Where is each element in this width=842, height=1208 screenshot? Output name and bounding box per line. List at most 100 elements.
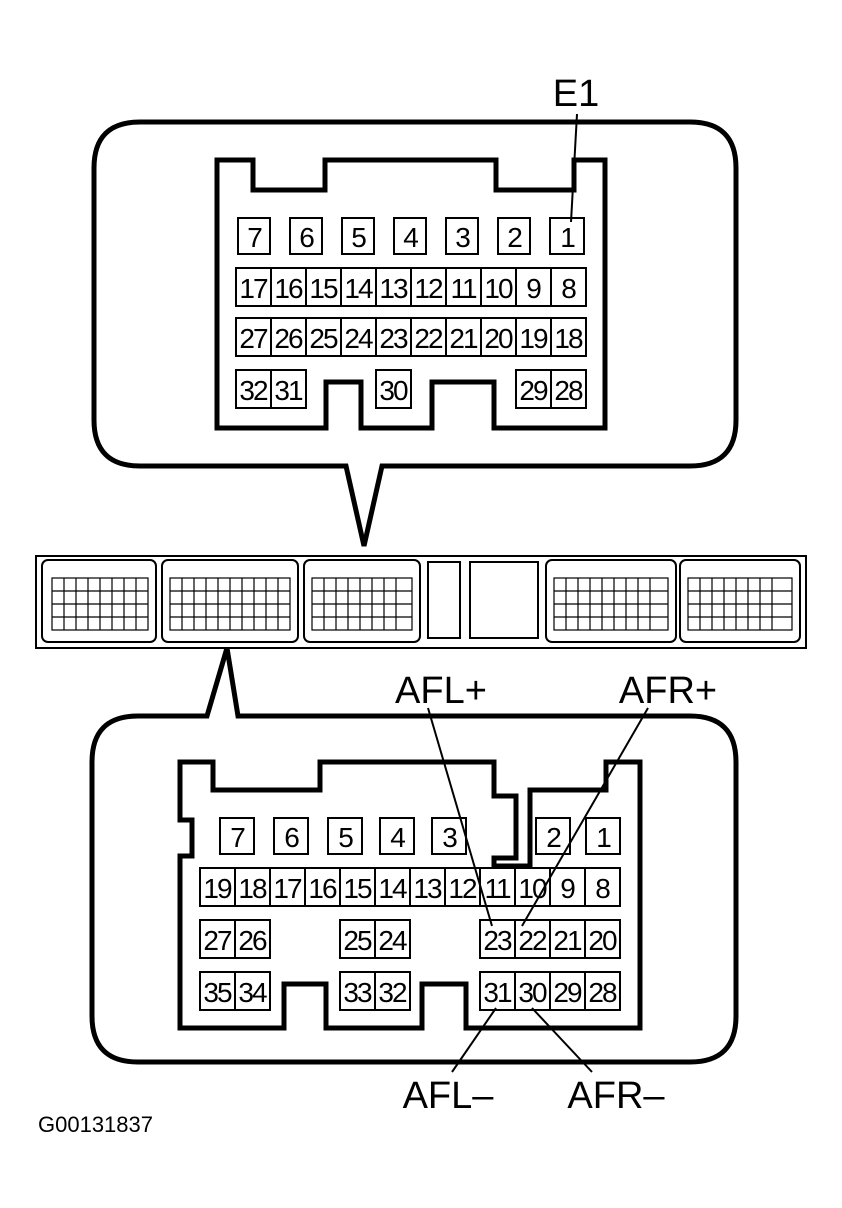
pin-number: 27 <box>203 925 232 956</box>
pin-number: 17 <box>239 273 268 304</box>
pin-number: 6 <box>284 822 299 853</box>
top-pin-row-4: 32 31 30 29 28 <box>235 369 587 409</box>
pin-number: 10 <box>484 273 513 304</box>
bottom-connector-housing <box>177 759 643 1031</box>
leader-lines <box>427 707 649 1073</box>
pin-number: 34 <box>238 977 267 1008</box>
pin: 2 <box>497 217 531 255</box>
pin-number: 24 <box>378 925 407 956</box>
pin: 3 <box>445 217 479 255</box>
pin: 5 <box>327 817 363 855</box>
pin-number: 31 <box>483 977 512 1008</box>
ecu-connector-strip <box>35 555 807 649</box>
pin-number: 26 <box>238 925 267 956</box>
afl-plus-label: AFL+ <box>395 670 487 712</box>
pin-number: 2 <box>507 222 522 253</box>
afr-plus-label: AFR+ <box>619 670 717 712</box>
pin-number: 27 <box>239 323 268 354</box>
pin-number: 32 <box>239 375 268 406</box>
afl-plus-leader <box>427 707 493 927</box>
pin-number: 17 <box>273 873 302 904</box>
pin: 7 <box>219 817 255 855</box>
pin-number: 23 <box>379 323 408 354</box>
pin-number: 28 <box>554 375 583 406</box>
pin-number: 8 <box>595 873 610 904</box>
bottom-pin-row-2: 19 18 17 16 15 14 13 12 11 10 9 8 <box>199 867 621 907</box>
pin-number: 25 <box>343 925 372 956</box>
top-pin-row-2: 17 16 15 14 13 12 11 10 9 8 <box>235 267 587 307</box>
pin-number: 2 <box>546 822 561 853</box>
afl-minus-label: AFL– <box>403 1075 495 1117</box>
pin: 4 <box>393 217 427 255</box>
pin-number: 7 <box>230 822 245 853</box>
pin-number: 35 <box>203 977 232 1008</box>
pin: 6 <box>289 217 323 255</box>
bottom-callout-bubble <box>89 647 739 1065</box>
pin-number: 22 <box>414 323 443 354</box>
pin-number: 9 <box>560 873 575 904</box>
afl-minus-leader <box>451 1007 497 1073</box>
pin-number: 5 <box>338 822 353 853</box>
pin-number: 29 <box>519 375 548 406</box>
figure-id: G00131837 <box>38 1112 153 1137</box>
pin: 7 <box>237 217 271 255</box>
pin-number: 23 <box>483 925 512 956</box>
pin-number: 11 <box>484 873 510 904</box>
top-connector-housing <box>214 157 608 431</box>
pin-number: 21 <box>553 925 582 956</box>
pin-number: 19 <box>203 873 232 904</box>
bottom-pin-row-3: 27 26 25 24 23 22 21 20 <box>199 919 621 959</box>
pin-number: 15 <box>343 873 372 904</box>
top-pin-row-1: 7 6 5 4 3 2 1 <box>237 217 585 255</box>
pin-number: 20 <box>484 323 513 354</box>
pin-number: 4 <box>390 822 405 853</box>
pin-number: 16 <box>308 873 337 904</box>
pin-number: 8 <box>561 273 576 304</box>
pin-number: 28 <box>588 977 617 1008</box>
pin-number: 5 <box>351 222 366 253</box>
pin-number: 15 <box>309 273 338 304</box>
pin-number: 33 <box>343 977 372 1008</box>
pin-number: 12 <box>448 873 477 904</box>
e1-label: E1 <box>553 73 599 115</box>
pin-number: 12 <box>414 273 443 304</box>
pin-number: 1 <box>560 222 575 253</box>
pin-number: 26 <box>274 323 303 354</box>
pin-number: 19 <box>519 323 548 354</box>
pin-number: 25 <box>309 323 338 354</box>
pin-number: 13 <box>413 873 442 904</box>
bottom-pin-row-1: 7 6 5 4 3 2 1 <box>219 817 621 855</box>
pin-number: 24 <box>344 323 373 354</box>
pin-number: 14 <box>378 873 407 904</box>
pin-number: 16 <box>274 273 303 304</box>
pin: 5 <box>341 217 375 255</box>
pin-number: 7 <box>247 222 262 253</box>
pin: 4 <box>379 817 415 855</box>
afr-plus-leader <box>521 707 649 927</box>
pin-number: 30 <box>518 977 547 1008</box>
top-callout-bubble <box>91 119 739 547</box>
bottom-pin-row-4: 35 34 33 32 31 30 29 28 <box>199 971 621 1011</box>
afr-minus-leader <box>531 1007 593 1073</box>
e1-leader-line <box>570 113 578 223</box>
pin-number: 11 <box>450 273 476 304</box>
pin-number: 3 <box>442 822 457 853</box>
pin-number: 14 <box>344 273 373 304</box>
afr-minus-label: AFR– <box>567 1075 665 1117</box>
pin-number: 29 <box>553 977 582 1008</box>
pin-number: 21 <box>449 323 478 354</box>
pin: 6 <box>273 817 309 855</box>
pin-number: 6 <box>299 222 314 253</box>
pin-number: 20 <box>588 925 617 956</box>
pin: 2 <box>535 817 571 855</box>
pin-number: 1 <box>596 822 611 853</box>
pin: 1 <box>585 817 621 855</box>
pin-number: 3 <box>455 222 470 253</box>
pin-number: 4 <box>403 222 418 253</box>
pin-number: 22 <box>518 925 547 956</box>
pin-number: 30 <box>379 375 408 406</box>
pin-number: 32 <box>378 977 407 1008</box>
pin-number: 13 <box>379 273 408 304</box>
top-pin-row-3: 27 26 25 24 23 22 21 20 19 18 <box>235 317 587 357</box>
